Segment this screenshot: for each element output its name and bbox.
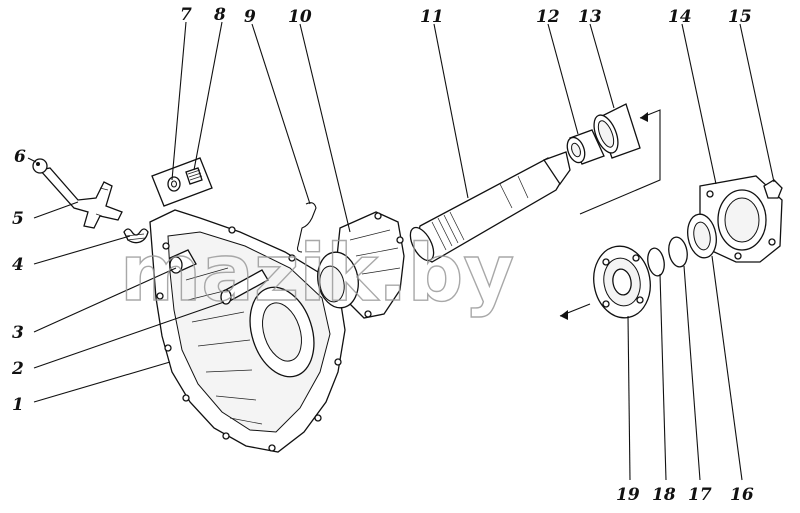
callout-15: 15 [728,7,752,27]
part-11-input-shaft [409,151,571,263]
part-16-seal [687,213,717,259]
part-1-clutch-housing [149,209,346,453]
part-12-sleeve [566,129,605,165]
part-17-snap-ring [668,236,688,268]
part-2-release-shaft [220,269,269,305]
callout-14: 14 [668,7,692,27]
part-19-ball-bearing [593,245,651,319]
callout-labels: 1 2 3 4 5 6 7 8 9 10 11 12 13 14 15 16 1… [11,5,754,505]
callout-6: 6 [14,147,26,167]
part-5-release-lever [38,167,123,229]
part-15-plug [763,179,783,199]
callout-8: 8 [213,5,226,25]
callout-16: 16 [730,485,754,505]
callout-5: 5 [12,209,24,229]
callout-13: 13 [578,7,602,27]
leader-lines [27,21,775,481]
callout-2: 2 [11,359,24,379]
watermark: mazik.by [120,229,514,319]
callout-19: 19 [616,485,640,505]
assembly-direction-arrows [559,109,661,320]
part-10-bearing-cover [317,211,405,319]
callout-11: 11 [420,7,444,27]
parts-7-8-fasteners [151,157,213,207]
callout-4: 4 [12,255,24,275]
callout-12: 12 [536,7,560,27]
part-4-spring [123,228,149,244]
callout-7: 7 [180,5,192,25]
part-6-knob [32,158,48,174]
part-18-circlip [647,247,665,277]
part-14-bearing-cap [699,175,783,263]
part-13-ring [593,103,641,159]
callout-10: 10 [288,7,312,27]
callout-3: 3 [12,323,24,343]
callout-1: 1 [12,395,24,415]
callout-17: 17 [688,485,712,505]
part-9-return-spring [296,202,317,253]
callout-9: 9 [244,7,256,27]
callout-18: 18 [652,485,676,505]
